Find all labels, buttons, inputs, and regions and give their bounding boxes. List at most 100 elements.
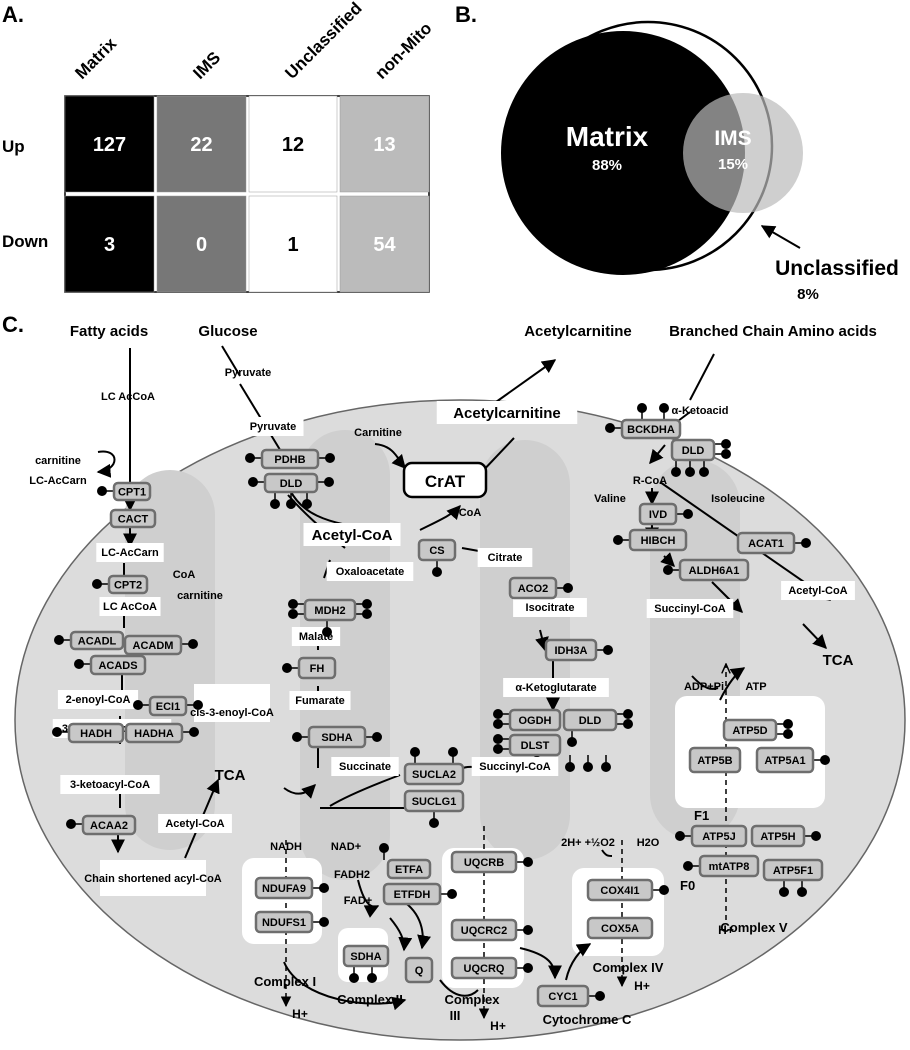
protein-ndufs1: NDUFS1 [254, 910, 329, 934]
label-bg [513, 598, 587, 617]
heatmap-value: 0 [196, 234, 207, 256]
protein-cox5a: COX5A [586, 916, 654, 940]
protein-label: Q [415, 965, 424, 977]
protein-etfdh: ETFDH [382, 882, 457, 906]
protein-label: ACAA2 [90, 820, 128, 832]
ims-circle [683, 93, 803, 213]
metabolite-label: FADH2 [334, 869, 370, 881]
protein-label: ECI1 [156, 701, 180, 713]
protein-mtatp8: mtATP8 [683, 854, 760, 878]
modification-site [583, 762, 593, 772]
complex-iv-label: Complex IV [593, 960, 664, 975]
heatmap-value: 12 [282, 134, 304, 156]
protein-box [263, 472, 319, 494]
modification-site [325, 453, 335, 463]
metabolite-label: Acetyl-CoA [312, 527, 393, 544]
modification-site [319, 917, 329, 927]
protein-box [690, 824, 748, 848]
protein-label: SUCLA2 [412, 769, 456, 781]
protein-ndufa9: NDUFA9 [254, 876, 329, 900]
modification-site [302, 499, 312, 509]
modification-site [721, 449, 731, 459]
protein-suclg1: SUCLG1 [403, 789, 465, 828]
protein-label: ACADS [98, 660, 137, 672]
protein-hibch: HIBCH [613, 528, 688, 552]
protein-box [544, 638, 598, 662]
metabolite-label: H2O [637, 837, 660, 849]
protein-sucla2: SUCLA2 [403, 747, 465, 786]
protein-box [89, 654, 147, 676]
protein-box [254, 910, 314, 934]
label-bg [158, 814, 232, 833]
protein-atp5d: ATP5D [722, 718, 793, 742]
protein-hadh: HADH [52, 722, 125, 744]
panel-a-heatmap: Matrix IMS Unclassified non-Mito Up Down… [2, 0, 436, 293]
modification-site [663, 565, 673, 575]
protein-aldh6a1: ALDH6A1 [663, 558, 750, 582]
modification-site [447, 889, 457, 899]
protein-eci1: ECI1 [133, 695, 203, 717]
modification-site [565, 762, 575, 772]
protein-label: ATP5A1 [764, 755, 805, 767]
protein-box [382, 882, 442, 906]
protein-box [69, 630, 125, 651]
metabolite-label: LC AcCoA [103, 601, 157, 613]
protein-dlst: DLST [493, 733, 611, 772]
modification-site [362, 609, 372, 619]
metabolite-label: Pyruvate [225, 367, 271, 379]
protein-box [536, 984, 590, 1008]
protein-cact: CACT [109, 508, 157, 529]
modification-site [324, 477, 334, 487]
modification-site [97, 486, 107, 496]
metabolite-label: NAD+ [331, 841, 361, 853]
protein-cs: CS [417, 538, 457, 577]
protein-box [403, 789, 465, 813]
protein-dld_pdh: DLD [248, 472, 334, 509]
protein-label: DLST [521, 740, 550, 752]
proton-label: H+ [718, 923, 734, 937]
label-bg [436, 401, 578, 424]
protein-label: OGDH [519, 715, 552, 727]
protein-ivd: IVD [638, 502, 693, 526]
protein-label: ATP5D [732, 725, 767, 737]
complex-ii-label: Complex II [337, 992, 403, 1007]
metabolite-label: α-Ketoglutarate [515, 682, 596, 694]
protein-box [586, 878, 654, 902]
protein-acaa2: ACAA2 [66, 814, 137, 836]
modification-site [493, 744, 503, 754]
label-bg [99, 597, 161, 616]
metabolite-label: Acetyl-CoA [165, 818, 224, 830]
f1-label: F1 [694, 808, 709, 823]
protein-dld_ogdh: DLD [562, 708, 633, 747]
protein-box [678, 558, 750, 582]
row-label-down: Down [2, 232, 48, 251]
modification-site [675, 831, 685, 841]
protein-box [109, 508, 157, 529]
panel-b-venn: Matrix 88% IMS 15% Unclassified 8% [501, 20, 899, 303]
protein-label: CACT [118, 514, 149, 526]
modification-site [52, 727, 62, 737]
protein-box [586, 916, 654, 940]
metabolite-label: Acetylcarnitine [453, 405, 561, 422]
heatmap-cell [248, 195, 338, 293]
modification-site [801, 538, 811, 548]
protein-box [148, 695, 188, 717]
modification-site [288, 609, 298, 619]
metabolite-label: R-CoA [633, 475, 667, 487]
heatmap-cell [156, 195, 247, 293]
protein-box [403, 762, 465, 786]
panel-a-label: A. [2, 2, 24, 27]
protein-atp5h: ATP5H [750, 824, 821, 848]
protein-label: CYC1 [548, 991, 577, 1003]
metabolite-label: Isocitrate [526, 602, 575, 614]
metabolite-label: FAD+ [344, 895, 372, 907]
proton-label: H+ [490, 1019, 506, 1033]
protein-acat1: ACAT1 [736, 531, 811, 555]
protein-label: SDHA [321, 732, 352, 744]
protein-box [755, 746, 815, 774]
protein-label: UQCRC2 [461, 925, 507, 937]
ims-pct: 15% [718, 156, 748, 173]
protein-aco2: ACO2 [508, 576, 573, 600]
modification-site [193, 700, 203, 710]
